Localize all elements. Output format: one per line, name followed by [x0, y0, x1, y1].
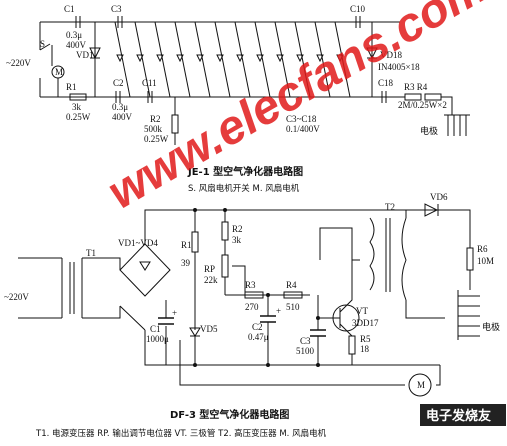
capacitor-c3-dc — [310, 329, 326, 337]
label-c2-plus: + — [276, 306, 281, 316]
capacitor-c3 — [117, 16, 123, 28]
label-vt-val: 3DD17 — [352, 318, 379, 328]
label-c3c18: C3~C18 — [286, 114, 317, 124]
watermark-badge-bg — [420, 404, 506, 426]
resistor-r1 — [69, 93, 87, 101]
resistor-r1-dc — [191, 231, 199, 253]
label-r4-dc-val: 510 — [286, 302, 300, 312]
bottom-note: T1. 电源变压器 RP. 输出调节电位器 VT. 三极管 T2. 高压变压器 … — [35, 428, 327, 439]
top-caption: JE-1 型空气净化器电路图 — [187, 165, 303, 178]
capacitor-c1-dc — [158, 317, 174, 325]
bottom-caption: DF-3 型空气净化器电路图 — [170, 408, 289, 421]
label-r5-dc: R5 — [360, 334, 371, 344]
label-motor-top: M — [55, 67, 63, 77]
label-vt: VT — [356, 306, 368, 316]
motor-symbol-dc — [408, 373, 432, 397]
electrode-symbol — [444, 114, 470, 136]
label-c18: C18 — [378, 78, 394, 88]
label-mains-bottom: ~220V — [4, 292, 29, 302]
capacitor-c1 — [75, 16, 81, 28]
label-r6-dc-val: 10M — [477, 256, 494, 266]
label-r1-dc-val: 39 — [181, 258, 191, 268]
transformer-t2-primary — [369, 217, 375, 291]
watermark-badge: 电子发烧友 — [426, 408, 491, 424]
label-c1-dc: C1 — [150, 324, 161, 334]
electrode-symbol-dc — [457, 290, 480, 340]
label-c1-plus: + — [172, 308, 177, 318]
label-switch: S — [40, 39, 45, 49]
label-r1-dc: R1 — [181, 240, 192, 250]
watermark: www.elecfans.com 电子发烧友 — [99, 0, 506, 426]
label-r2-watt: 0.25W — [144, 134, 169, 144]
label-vd18: VD18 — [380, 50, 402, 60]
label-c1-val: 0.3μ — [66, 30, 82, 40]
label-electrode-top: 电极 — [420, 125, 438, 136]
label-c10: C10 — [350, 4, 366, 14]
label-mains-top: ~220V — [6, 58, 31, 68]
bridge-rectifier — [119, 243, 171, 331]
label-c3c18-val: 0.1/400V — [286, 124, 320, 134]
label-r3r4: R3 R4 — [404, 82, 428, 92]
label-vd1: VD1 — [76, 50, 94, 60]
label-c3-dc: C3 — [300, 336, 311, 346]
label-rp: RP — [204, 264, 215, 274]
label-r4-dc: R4 — [286, 280, 297, 290]
label-t1: T1 — [86, 248, 96, 258]
label-c2-dc: C2 — [252, 322, 263, 332]
label-c1: C1 — [64, 4, 75, 14]
resistor-r6-dc — [466, 247, 474, 271]
capacitor-c10 — [355, 16, 361, 28]
top-circuit: C1 C3 C10 0.3μ 400V S ~220V M VD1 C2 C11… — [6, 4, 470, 194]
label-r2: R2 — [150, 114, 161, 124]
label-t2: T2 — [385, 202, 395, 212]
resistor-r4-dc — [283, 291, 303, 299]
label-motor-dc: M — [417, 380, 425, 390]
label-c11: C11 — [142, 78, 157, 88]
capacitor-c18 — [381, 91, 387, 103]
label-r3-dc: R3 — [245, 280, 256, 290]
capacitor-c2 — [115, 91, 121, 103]
label-rp-val: 22k — [204, 275, 218, 285]
top-note: S. 风扇电机开关 M. 风扇电机 — [188, 183, 300, 194]
label-c3: C3 — [111, 4, 122, 14]
capacitor-c2-dc — [260, 315, 276, 323]
label-c3-dc-val: 5100 — [296, 346, 315, 356]
label-r3r4-val: 2M/0.25W×2 — [398, 100, 447, 110]
label-r3-dc-val: 270 — [245, 302, 259, 312]
potentiometer-rp — [221, 254, 229, 278]
label-c2-dc-val: 0.47μ — [248, 332, 269, 342]
resistor-r3 — [404, 93, 422, 101]
label-r1-val: 3k — [72, 102, 82, 112]
label-r2-val: 500k — [144, 124, 163, 134]
transformer-t2-secondary — [401, 217, 407, 301]
resistor-r3-dc — [244, 291, 264, 299]
capacitor-c11 — [147, 91, 153, 103]
label-r1-watt: 0.25W — [66, 112, 91, 122]
label-c2: C2 — [113, 78, 124, 88]
label-r1: R1 — [66, 82, 77, 92]
label-r2-dc-val: 3k — [232, 235, 242, 245]
transformer-t1-core — [69, 262, 75, 314]
label-diode-type: IN4005×18 — [378, 62, 420, 72]
label-c2-val: 0.3μ — [112, 102, 128, 112]
label-electrode-dc: 电极 — [482, 321, 500, 332]
label-r2-dc: R2 — [232, 224, 243, 234]
label-r5-dc-val: 18 — [360, 344, 370, 354]
label-vd6: VD6 — [430, 192, 448, 202]
switch-symbol — [39, 43, 51, 51]
label-vd5: VD5 — [200, 324, 218, 334]
label-c1-dc-val: 1000μ — [146, 334, 169, 344]
diode-ladder — [89, 21, 378, 98]
resistor-r5-dc — [348, 335, 356, 355]
label-c1-volt: 400V — [66, 40, 87, 50]
label-r6-dc: R6 — [477, 244, 488, 254]
resistor-r2-dc — [221, 221, 229, 241]
label-bridge: VD1~VD4 — [118, 238, 158, 248]
bottom-circuit: ~220V T1 VD1~VD4 + C1 1000μ R1 39 R2 3k … — [4, 192, 500, 439]
label-c2-volt: 400V — [112, 112, 133, 122]
